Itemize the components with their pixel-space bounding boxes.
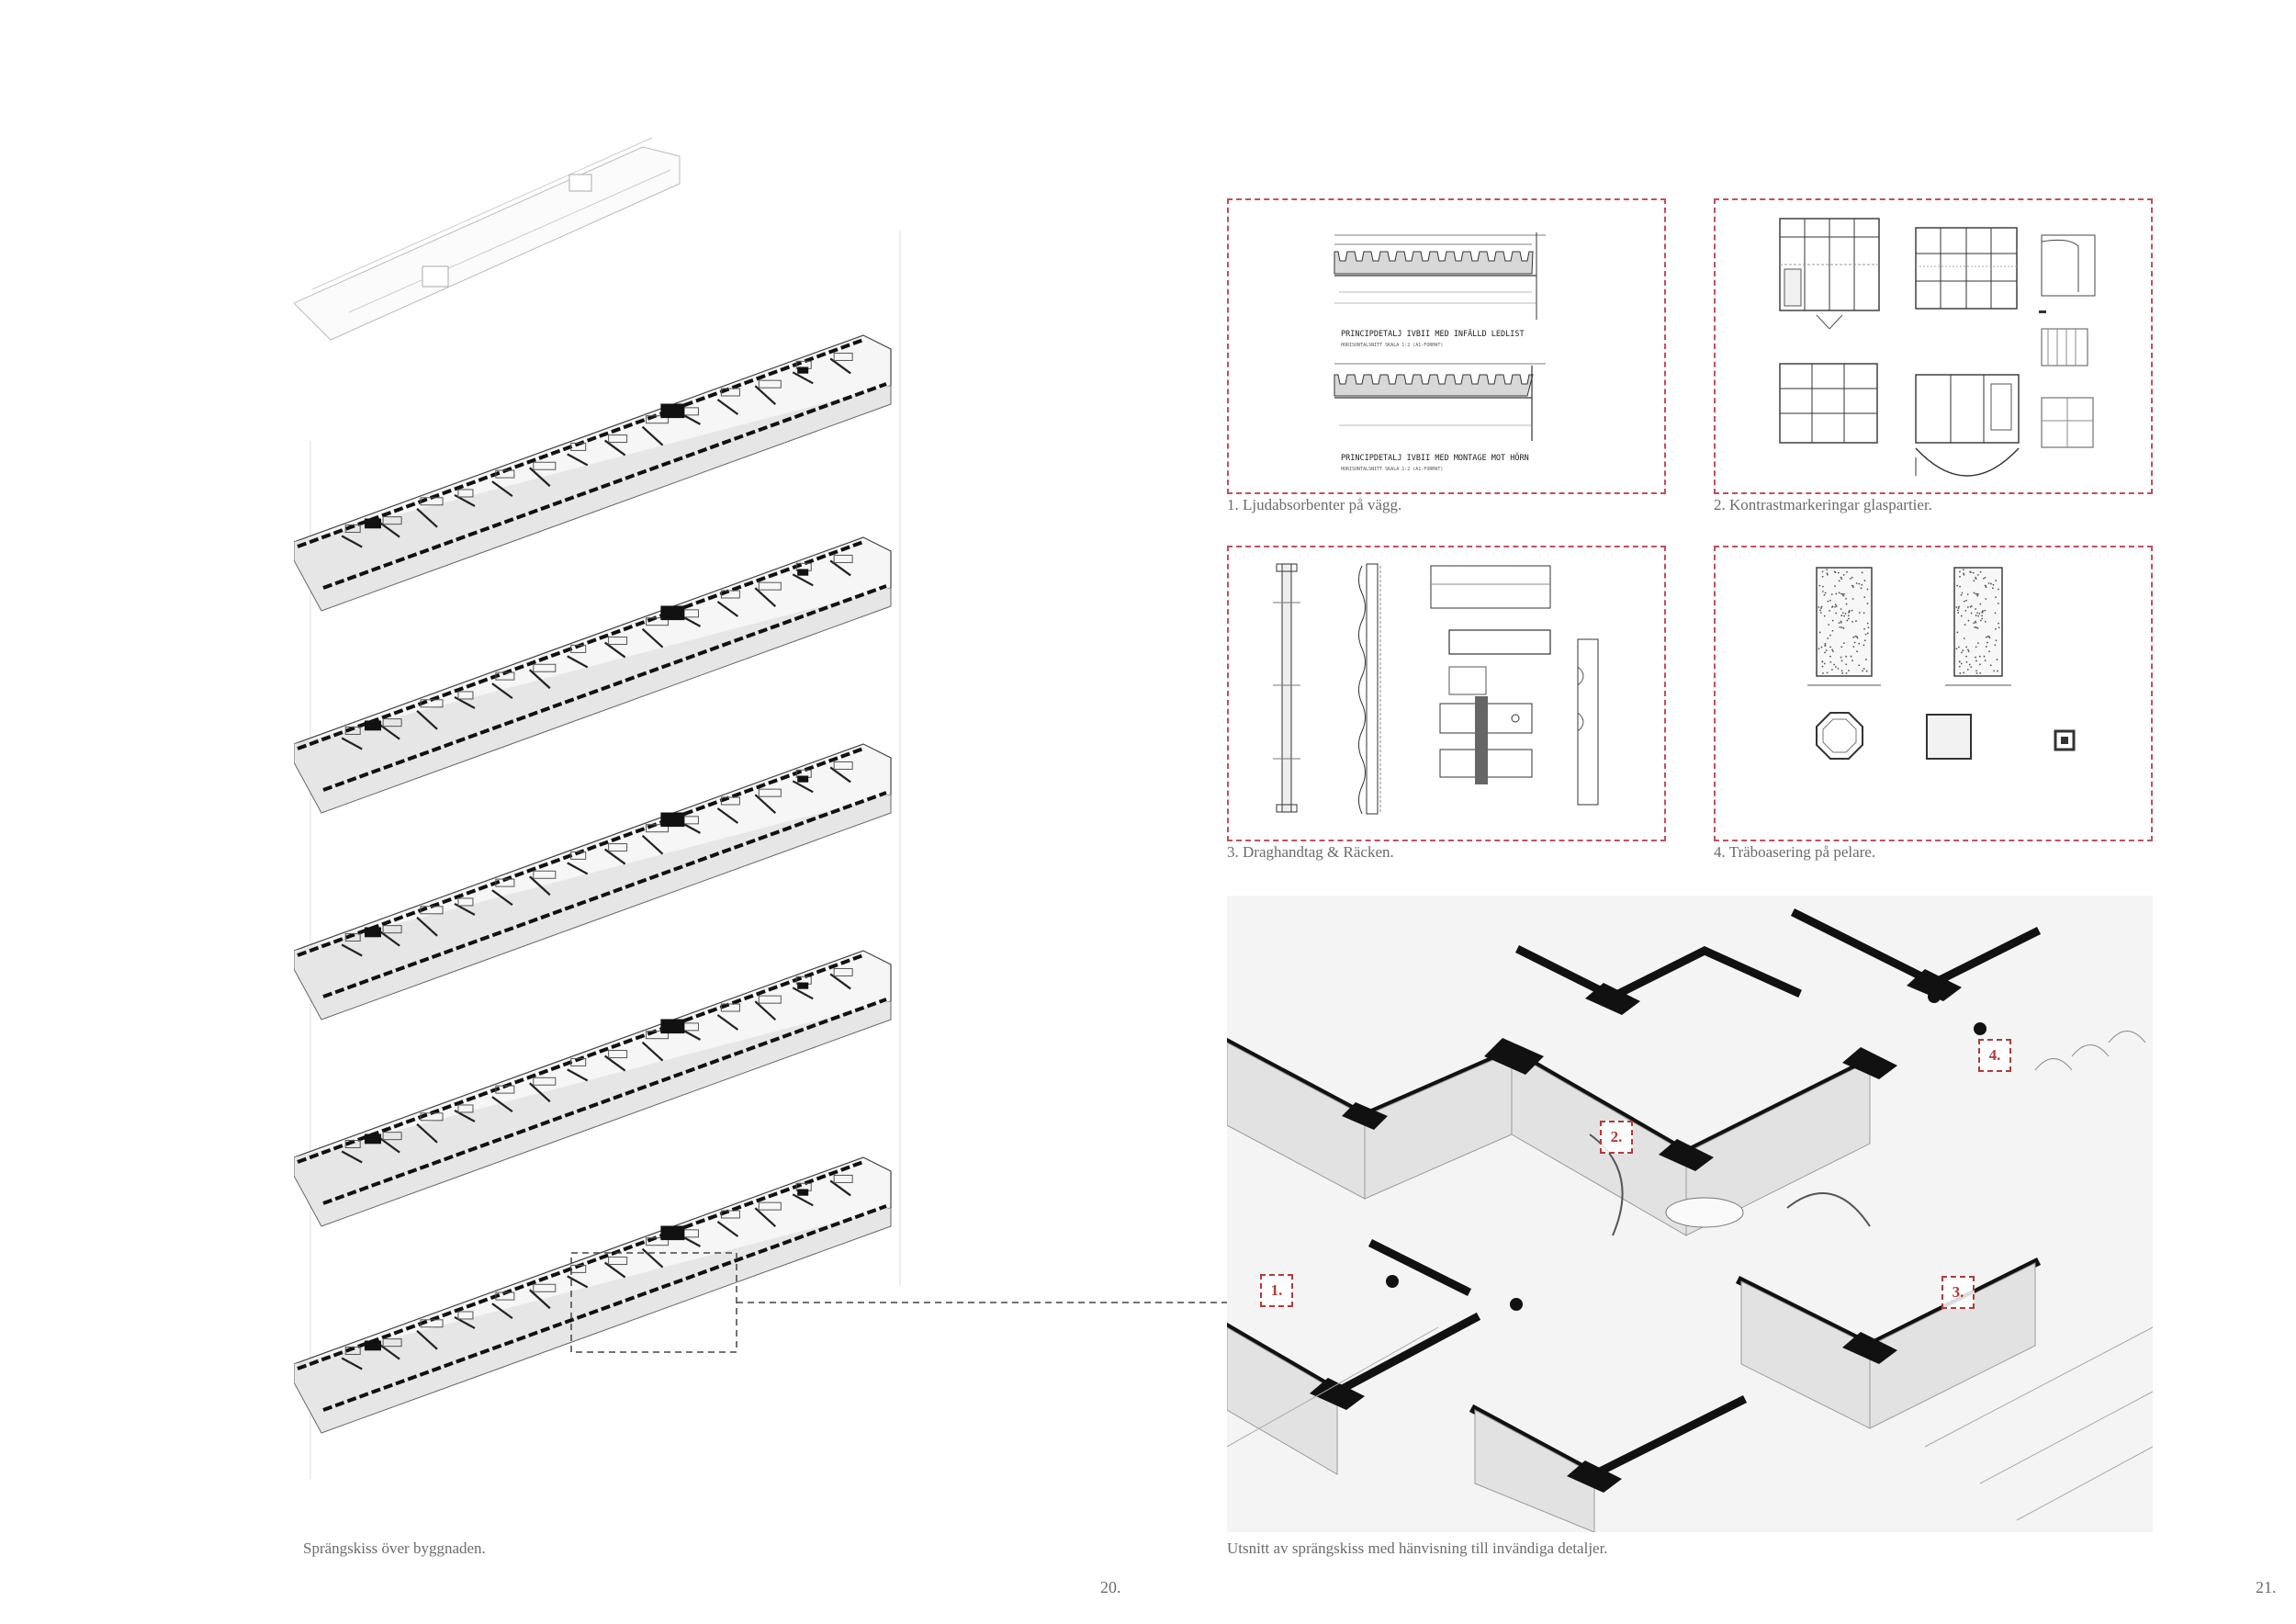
drawing-subtitle-1: HORISONTALSNITT SKALA 1:2 (A1-FORMAT) xyxy=(1341,343,1443,348)
detail-panel-3 xyxy=(1227,546,1666,841)
detail-caption-4: 4. Träboasering på pelare. xyxy=(1714,843,1876,861)
floor-slab xyxy=(293,950,892,1227)
right-caption: Utsnitt av sprängskiss med hänvisning ti… xyxy=(1227,1539,1608,1557)
detail-caption-3: 3. Draghandtag & Räcken. xyxy=(1227,843,1394,861)
detail-caption-1: 1. Ljudabsorbenter på vägg. xyxy=(1227,496,1402,513)
left-page-number: 20. xyxy=(1100,1578,1121,1596)
floor-slab xyxy=(293,743,892,1021)
detail-panel-1: PRINCIPDETALJ IVBII MED INFÄLLD LEDLIST … xyxy=(1227,198,1666,494)
drawing-title-2: PRINCIPDETALJ IVBII MED MONTAGE MOT HÖRN xyxy=(1341,453,1529,463)
floor-slab xyxy=(293,536,892,814)
detail-marker-3: 3. xyxy=(1941,1276,1975,1309)
right-page-number: 21. xyxy=(2256,1578,2277,1596)
axonometric-cutout: 1. 2. 3. 4. xyxy=(1227,896,2153,1532)
detail-marker-4: 4. xyxy=(1978,1039,2011,1072)
floor-slab xyxy=(293,1156,892,1434)
detail-panel-2 xyxy=(1714,198,2153,494)
exploded-axonometric xyxy=(293,129,955,1506)
drawing-subtitle-2: HORISONTALSNITT SKALA 1:2 (A1-FORMAT) xyxy=(1341,467,1443,472)
detail-caption-2: 2. Kontrastmarkeringar glaspartier. xyxy=(1714,496,1932,513)
detail-panel-4 xyxy=(1714,546,2153,841)
detail-marker-2: 2. xyxy=(1600,1121,1633,1154)
left-caption: Sprängskiss över byggnaden. xyxy=(303,1539,486,1557)
detail-marker-1: 1. xyxy=(1260,1274,1293,1307)
drawing-title-1: PRINCIPDETALJ IVBII MED INFÄLLD LEDLIST xyxy=(1341,329,1525,339)
floor-slab xyxy=(293,334,892,612)
